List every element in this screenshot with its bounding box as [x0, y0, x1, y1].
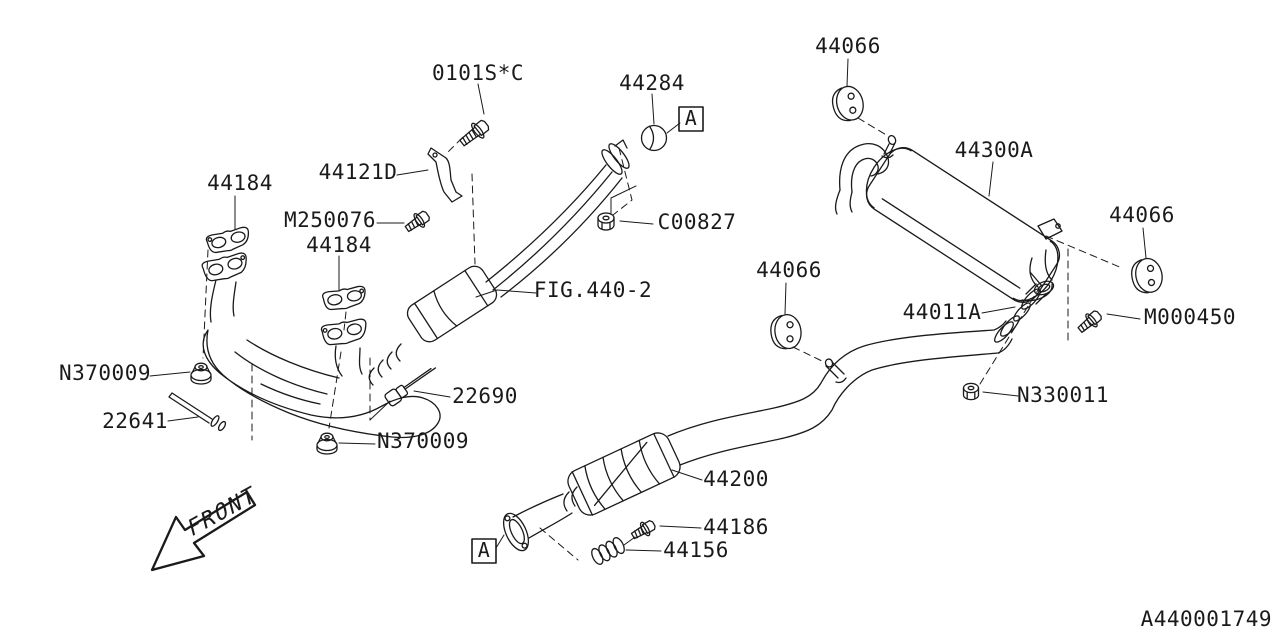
nut-n370009-left-drawing	[190, 362, 212, 385]
donut-gasket-44284-drawing	[640, 124, 668, 152]
front-direction-label: FRONT	[186, 480, 259, 542]
part-label-c00827[interactable]: C00827	[658, 210, 737, 234]
part-label-n330011[interactable]: N330011	[1017, 383, 1109, 407]
part-label-44011a[interactable]: 44011A	[903, 300, 982, 324]
part-label-22690[interactable]: 22690	[452, 384, 518, 408]
part-label-44186[interactable]: 44186	[703, 515, 769, 539]
part-label-44300a[interactable]: 44300A	[955, 138, 1034, 162]
nut-n370009-mid-drawing	[316, 432, 338, 455]
section-marker-a-bottom[interactable]: A	[478, 538, 491, 562]
bolt-0101sc-drawing	[459, 119, 490, 147]
bracket-44121d-drawing	[427, 147, 463, 203]
drawing-ref-code: A440001749	[1141, 607, 1272, 631]
alignment-dashed-lines	[202, 117, 1123, 561]
nut-c00827-drawing	[597, 212, 615, 231]
hanger-44066-top-drawing	[831, 85, 864, 122]
gasket-44011a-drawing	[1013, 302, 1031, 322]
part-label-44121d[interactable]: 44121D	[319, 160, 398, 184]
front-pipe-flange-drawing	[502, 512, 530, 552]
spring-44156-drawing	[591, 537, 625, 565]
part-label-44066-top[interactable]: 44066	[815, 34, 881, 58]
part-label-22641[interactable]: 22641	[102, 409, 168, 433]
part-label-m000450[interactable]: M000450	[1144, 305, 1236, 329]
flange-right-drawing	[320, 318, 367, 346]
part-label-n370009-left[interactable]: N370009	[59, 361, 151, 385]
part-label-44184-right[interactable]: 44184	[306, 233, 372, 257]
hanger-44066-right-drawing	[1131, 257, 1163, 294]
gasket-44184-right-drawing	[321, 285, 366, 311]
front-manifold-drawing	[201, 139, 630, 439]
part-label-44156[interactable]: 44156	[663, 538, 729, 562]
part-label-44066-right[interactable]: 44066	[1109, 203, 1175, 227]
flange-left-drawing	[201, 252, 247, 282]
part-label-44200[interactable]: 44200	[703, 467, 769, 491]
part-label-44066-mid[interactable]: 44066	[756, 258, 822, 282]
part-label-0101sc[interactable]: 0101S*C	[432, 61, 524, 85]
part-label-44184-left[interactable]: 44184	[207, 171, 273, 195]
bolt-44186-drawing	[630, 520, 656, 540]
rear-muffler-44300a-drawing	[834, 134, 1063, 310]
section-marker-a-top-box[interactable]	[678, 106, 704, 132]
mid-muffler-44200-drawing	[502, 432, 681, 565]
part-label-m250076[interactable]: M250076	[284, 208, 376, 232]
leader-lines	[149, 58, 1147, 552]
bolt-m250076-drawing	[404, 210, 430, 233]
section-marker-a-top[interactable]: A	[685, 106, 698, 130]
part-label-n370009-mid[interactable]: N370009	[377, 429, 469, 453]
section-marker-a-bottom-box[interactable]	[471, 538, 497, 564]
part-label-44284[interactable]: 44284	[619, 71, 685, 95]
front-direction-arrow	[150, 490, 257, 572]
air-pipe-22641-drawing	[168, 392, 227, 432]
fig-ref-label[interactable]: FIG.440-2	[534, 278, 652, 302]
part-labels: 44066 0101S*C 44284 44300A 44121D 44184 …	[59, 34, 1272, 631]
catalytic-converter-drawing	[406, 265, 498, 343]
gasket-44184-left-drawing	[205, 226, 250, 254]
hanger-44066-mid-drawing	[770, 314, 802, 350]
nut-n330011-drawing	[962, 382, 980, 401]
bolt-m000450-drawing	[1077, 310, 1102, 333]
sensor-22690-drawing	[384, 367, 437, 407]
